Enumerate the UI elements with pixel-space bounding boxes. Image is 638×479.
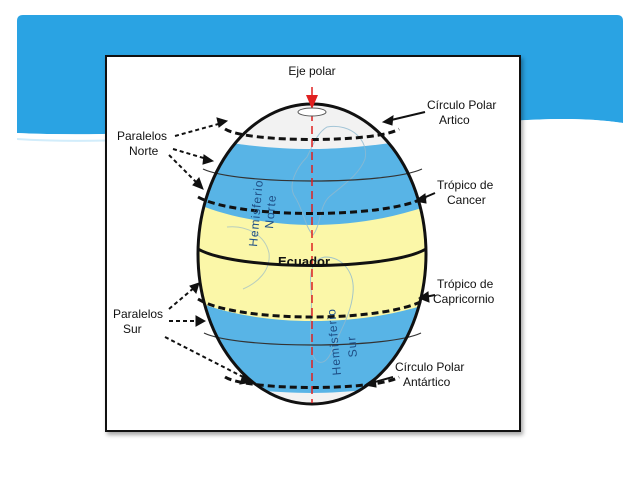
south-polar-cap [198,377,426,404]
arrowhead-north-2 [202,154,215,165]
label-hemisferio-sur-2: Sur [344,335,360,358]
south-parallel-line [203,332,422,346]
arrow-north-3 [168,154,200,186]
continent-south [309,256,354,363]
tropic-of-capricorn-line [197,297,427,319]
label-norte: Norte [129,144,159,158]
label-circulo-polar-artico-line1: Círculo Polar [427,98,496,112]
arrowhead-south-2 [195,315,207,327]
label-hemisferio-norte-2: Norte [262,194,279,229]
equator-line [197,247,427,267]
arrowhead-north-1 [216,117,229,128]
label-tropico-cancer: Trópico de [437,178,494,192]
arrowhead-south-3 [239,374,255,385]
label-paralelos-norte: Paralelos [117,129,167,143]
arrow-south-1 [168,286,196,310]
pointer-arrows [164,111,436,388]
globe-figure: Eje polar Círculo Polar Artico Paralelos… [105,55,521,432]
label-capricornio: Capricornio [433,292,495,306]
arrowhead-capricorn [417,291,430,303]
arrowhead-north-3 [192,177,204,190]
arrowhead-south-1 [189,282,200,295]
arrowhead-arctic [381,115,394,126]
globe-diagram: Eje polar Círculo Polar Artico Paralelos… [113,64,496,406]
continent-west [226,226,270,290]
label-tropico-capricornio: Trópico de [437,277,494,291]
label-cancer: Cancer [447,193,486,207]
north-pole-marker [297,107,327,117]
tropic-of-cancer-line [197,195,427,215]
label-sur: Sur [123,322,142,336]
label-artico: Artico [439,113,470,127]
label-circulo-polar-antartico: Círculo Polar [395,360,464,374]
arrow-south-3 [164,336,248,380]
label-circulo-polar-artico: Círculo Polar [427,98,496,112]
label-eje-polar: Eje polar [288,64,335,78]
arrow-north-2 [172,148,208,160]
label-paralelos-sur: Paralelos [113,307,163,321]
continent-north [291,125,367,236]
label-hemisferio-norte: Hemisferio [246,179,266,247]
label-ecuador: Ecuador [278,254,330,269]
arrowhead-antarctic [363,377,377,388]
polar-axis-arrowhead [306,95,318,109]
label-hemisferio-sur: Hemisferio [324,308,344,376]
arrow-arctic [386,111,426,122]
arrow-north-1 [174,122,223,137]
label-antartico: Antártico [403,375,451,389]
arrowhead-cancer [413,193,427,204]
